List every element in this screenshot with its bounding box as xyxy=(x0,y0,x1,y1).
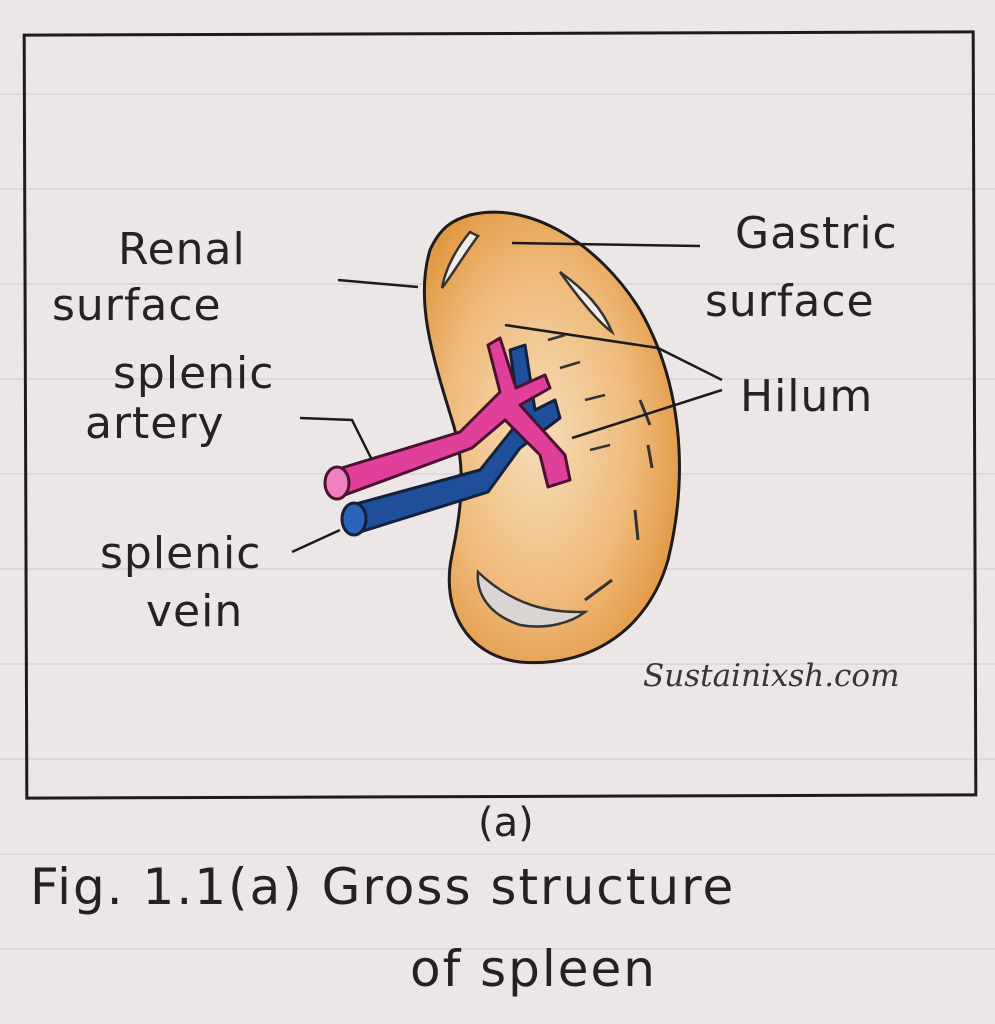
gastric-surface-leader xyxy=(511,241,701,248)
vein-leader xyxy=(291,528,341,554)
hilum-label: Hilum xyxy=(740,371,874,422)
hilum-mark-2 xyxy=(559,360,581,370)
artery-leader xyxy=(299,416,374,461)
figure-sub-label: (a) xyxy=(478,800,534,846)
splenic-vein-label-line2: vein xyxy=(146,586,244,637)
hilum-mark-3 xyxy=(584,393,606,402)
renal-surface-label-line1: Renal xyxy=(118,224,246,275)
renal-surface-label-line2: surface xyxy=(52,280,222,331)
spleen-notch-top xyxy=(440,230,480,289)
splenic-artery-label-line2: artery xyxy=(85,398,225,449)
spleen-mark-3 xyxy=(633,509,640,541)
splenic-vein-label-line1: splenic xyxy=(100,528,262,579)
watermark: Sustainixsh.com xyxy=(643,658,900,694)
spleen-notch-lower xyxy=(476,569,589,628)
splenic-artery xyxy=(333,336,572,498)
renal-surface-leader xyxy=(337,278,419,289)
spleen-mark-1 xyxy=(638,399,652,426)
gastric-surface-label-line2: surface xyxy=(705,276,875,327)
spleen-body xyxy=(422,210,681,665)
spleen-mark-2 xyxy=(646,444,654,469)
hilum-mark-4 xyxy=(589,443,611,452)
caption-line1: Fig. 1.1(a) Gross structure xyxy=(30,858,736,916)
splenic-vein-end xyxy=(340,501,368,537)
splenic-artery-label-line1: splenic xyxy=(113,348,275,399)
caption-line2: of spleen xyxy=(410,940,657,998)
gastric-surface-label-line1: Gastric xyxy=(735,208,898,259)
spleen-notch-upper-right xyxy=(558,270,615,336)
splenic-artery-end xyxy=(323,465,351,501)
hilum-leader-upper xyxy=(504,323,723,382)
hilum-leader-lower xyxy=(571,388,723,440)
spleen-mark-4 xyxy=(584,578,613,602)
hilum-mark-1 xyxy=(547,333,566,342)
